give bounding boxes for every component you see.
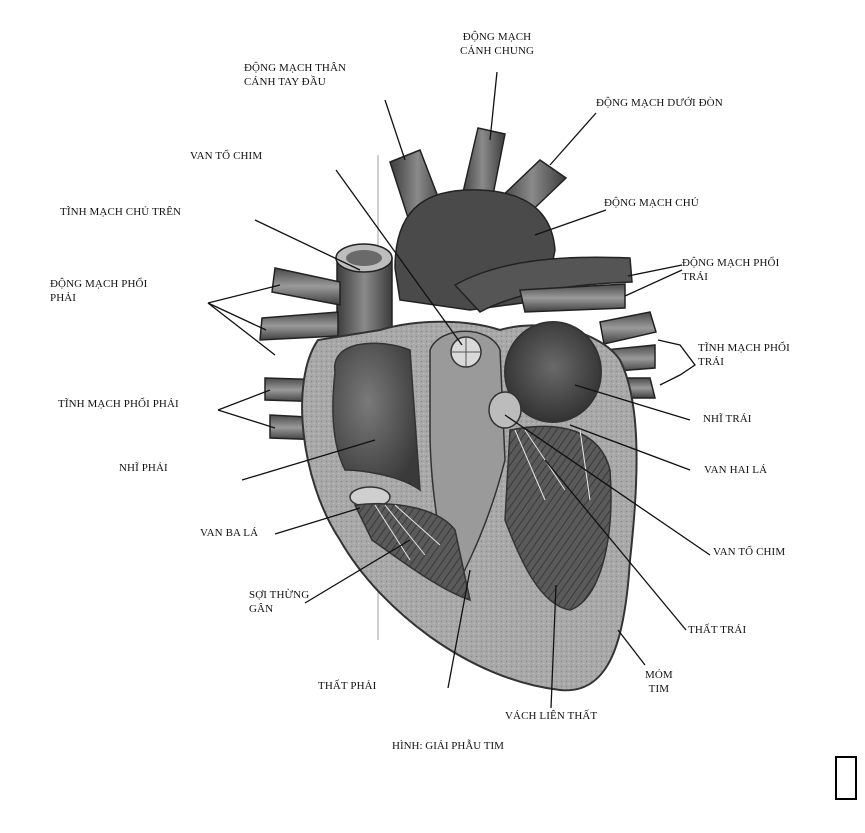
label-dong-mach-phoi-phai: ĐỘNG MẠCH PHỔI PHẢI [50, 277, 147, 305]
label-line: CẢNH CHUNG [460, 44, 534, 58]
label-that-phai: THẤT PHẢI [318, 679, 376, 693]
corner-box [835, 756, 857, 800]
figure-caption: HÌNH: GIẢI PHẪU TIM [392, 740, 504, 752]
label-line: TRÁI [698, 355, 790, 369]
label-van-hai-la: VAN HAI LÁ [704, 463, 767, 477]
label-soi-thung-gan: SỢI THỪNG GÂN [249, 588, 309, 616]
label-dong-mach-than-canh-tay-dau: ĐỘNG MẠCH THÂN CÁNH TAY ĐẦU [244, 61, 346, 89]
label-dong-mach-chu: ĐỘNG MẠCH CHỦ [604, 196, 699, 210]
label-nhi-trai: NHĨ TRÁI [703, 412, 752, 426]
label-van-to-chim-top: VAN TỔ CHIM [190, 149, 262, 163]
label-dong-mach-duoi-don: ĐỘNG MẠCH DƯỚI ĐÒN [596, 96, 723, 110]
label-line: TRÁI [682, 270, 779, 284]
label-that-trai: THẤT TRÁI [688, 623, 746, 637]
label-line: MỎM [645, 668, 673, 682]
label-tinh-mach-chu-tren: TĨNH MẠCH CHỦ TRÊN [60, 205, 181, 219]
label-nhi-phai: NHĨ PHẢI [119, 461, 168, 475]
label-line: ĐỘNG MẠCH PHỔI [50, 277, 147, 291]
label-tinh-mach-phoi-phai: TĨNH MẠCH PHỔI PHẢI [58, 397, 179, 411]
label-line: SỢI THỪNG [249, 588, 309, 602]
label-line: ĐỘNG MẠCH [460, 30, 534, 44]
label-line: TIM [645, 682, 673, 696]
label-dong-mach-canh-chung: ĐỘNG MẠCH CẢNH CHUNG [460, 30, 534, 58]
right-atrium [333, 343, 420, 490]
label-line: ĐỘNG MẠCH THÂN [244, 61, 346, 75]
label-mom-tim: MỎM TIM [645, 668, 673, 696]
label-van-to-chim-right: VAN TỔ CHIM [713, 545, 785, 559]
label-line: GÂN [249, 602, 309, 616]
label-van-ba-la: VAN BA LÁ [200, 526, 258, 540]
label-vach-lien-that: VÁCH LIÊN THẤT [505, 709, 597, 723]
label-line: CÁNH TAY ĐẦU [244, 75, 346, 89]
label-line: ĐỘNG MẠCH PHỔI [682, 256, 779, 270]
label-line: PHẢI [50, 291, 147, 305]
label-line: TĨNH MẠCH PHỔI [698, 341, 790, 355]
label-dong-mach-phoi-trai: ĐỘNG MẠCH PHỔI TRÁI [682, 256, 779, 284]
label-tinh-mach-phoi-trai: TĨNH MẠCH PHỔI TRÁI [698, 341, 790, 369]
